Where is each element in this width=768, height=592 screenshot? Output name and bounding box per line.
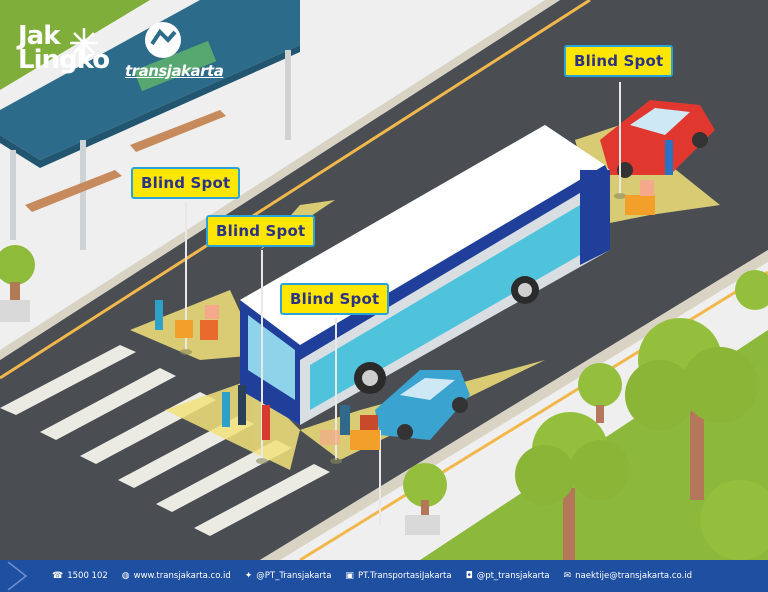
footer-website[interactable]: ◍www.transjakarta.co.id: [121, 571, 231, 581]
jaklingko-line1: Jak: [18, 21, 61, 51]
jaklingko-logo: Jak Lingko: [18, 21, 110, 75]
blind-spot-label-side: Blind Spot: [280, 283, 390, 315]
footer-twitter[interactable]: ✦@PT_Transjakarta: [244, 571, 332, 581]
blind-spot-label-rear: Blind Spot: [564, 45, 674, 77]
jaklingko-line2: Lingko: [18, 45, 110, 75]
twitter-icon: ✦: [244, 571, 253, 581]
transjakarta-bus: [240, 125, 610, 425]
facebook-icon: ▣: [345, 571, 354, 581]
blind-spot-label-front: Blind Spot: [206, 215, 316, 247]
footer-facebook[interactable]: ▣PT.TransportasiJakarta: [345, 571, 452, 581]
blind-spot-illustration: [0, 0, 768, 560]
grass-top: [0, 0, 150, 90]
footer-instagram[interactable]: ◘@pt_transjakarta: [465, 571, 550, 581]
contact-footer: ☎1500 102 ◍www.transjakarta.co.id ✦@PT_T…: [0, 560, 768, 592]
mail-icon: ✉: [563, 571, 572, 581]
chevron-right-icon: [7, 561, 28, 591]
transjakarta-logo-text: transjakarta: [125, 62, 224, 80]
blind-spot-label-shelter: Blind Spot: [131, 167, 241, 199]
footer-phone[interactable]: ☎1500 102: [52, 571, 108, 581]
phone-icon: ☎: [52, 571, 64, 581]
footer-email[interactable]: ✉naektije@transjakarta.co.id: [563, 571, 693, 581]
trees: [0, 245, 768, 560]
globe-icon: ◍: [121, 571, 130, 581]
transjakarta-logo-icon: [145, 22, 181, 58]
jaklingko-star-icon: [70, 28, 98, 58]
instagram-icon: ◘: [465, 571, 473, 581]
blue-car: [375, 370, 470, 440]
bus-shelter: [0, 0, 300, 250]
pedestrians-and-riders: [155, 140, 673, 450]
red-car: [600, 100, 715, 178]
